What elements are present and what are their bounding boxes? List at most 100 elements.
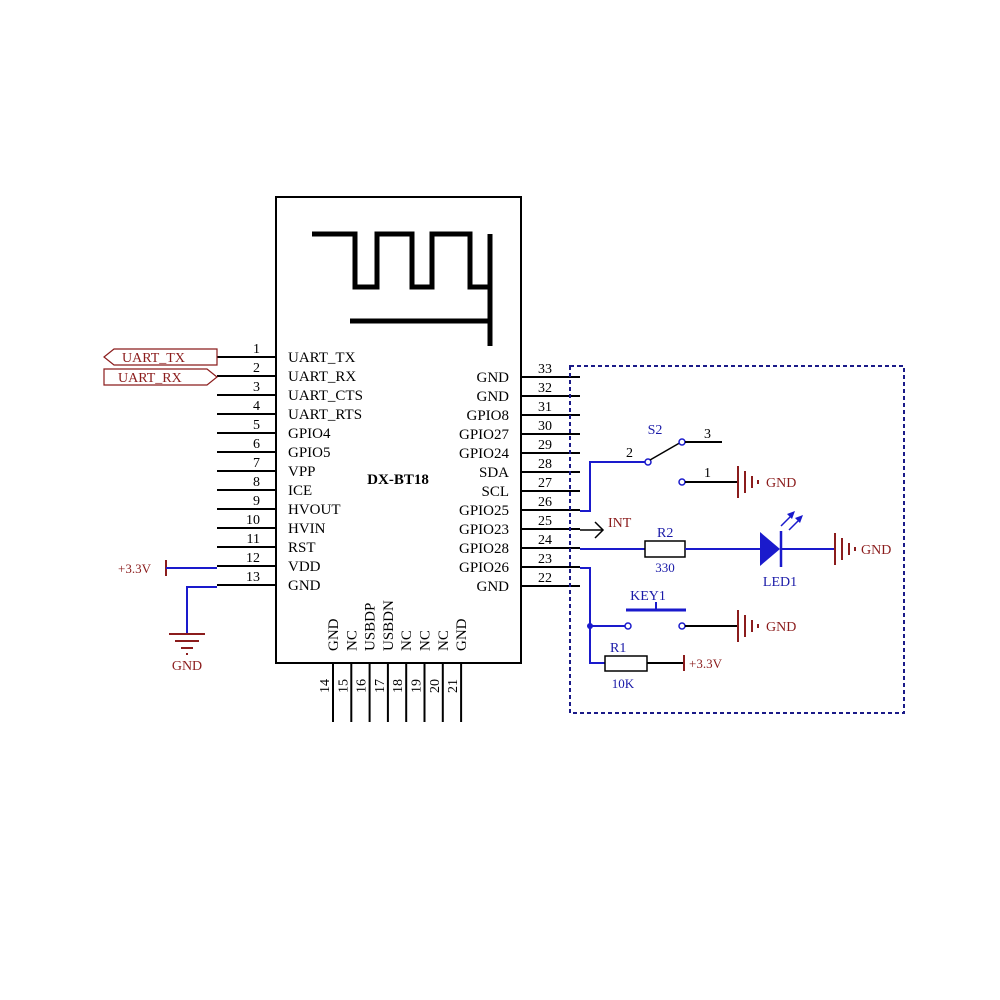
key1-ref: KEY1 xyxy=(630,589,666,604)
right-pin-number: 32 xyxy=(538,381,552,396)
key1-net-wire xyxy=(580,567,605,664)
module-name: DX-BT18 xyxy=(367,472,429,488)
module-body xyxy=(275,196,522,664)
s2-pin-3: 3 xyxy=(704,427,711,442)
bottom-pin-number: 15 xyxy=(336,679,351,693)
left-pin-name: HVOUT xyxy=(288,502,341,518)
bottom-pin-name: NC xyxy=(399,630,415,651)
key1-contact-a xyxy=(624,622,632,630)
peripheral-box xyxy=(569,365,905,714)
left-pin-name: UART_TX xyxy=(288,350,356,366)
s2-common-contact xyxy=(644,458,652,466)
left-pin-name: HVIN xyxy=(288,521,326,537)
s2-ref: S2 xyxy=(648,423,663,438)
gnd-left-net-wire xyxy=(186,586,217,634)
key1-junction xyxy=(587,623,593,629)
right-pin-number: 29 xyxy=(538,438,552,453)
r1-supply-label: +3.3V xyxy=(689,656,723,671)
gnd-left-symbol xyxy=(169,633,205,655)
s2-contact-3 xyxy=(678,438,686,446)
right-pin-number: 22 xyxy=(538,571,552,586)
left-pin-name: GPIO4 xyxy=(288,426,331,442)
r2-value: 330 xyxy=(655,560,675,575)
bottom-pin-number: 14 xyxy=(318,679,333,693)
bottom-pin-name: NC xyxy=(436,630,452,651)
left-pin-name: UART_CTS xyxy=(288,388,363,404)
right-pin-name: SCL xyxy=(481,484,509,500)
left-pin-number: 2 xyxy=(253,361,260,376)
r1-body xyxy=(604,655,648,672)
led1-anode-triangle xyxy=(760,532,780,566)
left-pin-name: ICE xyxy=(288,483,312,499)
led1-ref: LED1 xyxy=(763,575,797,590)
right-pin-number: 31 xyxy=(538,400,552,415)
s2-contact-1 xyxy=(678,478,686,486)
left-pin-number: 5 xyxy=(253,418,260,433)
bottom-pin-name: NC xyxy=(344,630,360,651)
left-pin-name: UART_RX xyxy=(288,369,356,385)
gnd-s2-symbol xyxy=(737,466,759,498)
s2-pin-2: 2 xyxy=(626,446,633,461)
gnd-key-symbol xyxy=(737,610,759,642)
bottom-pin-number: 21 xyxy=(446,679,461,693)
right-pin-number: 30 xyxy=(538,419,552,434)
led1-light-rays-icon xyxy=(780,511,803,531)
bottom-pin-number: 20 xyxy=(428,679,443,693)
right-pin-name: GPIO27 xyxy=(459,427,510,443)
gnd-led-symbol xyxy=(834,533,856,565)
gnd-key-label: GND xyxy=(766,620,796,635)
vdd-power-label: +3.3V xyxy=(118,561,152,576)
bottom-pin-name: NC xyxy=(418,630,434,651)
right-pin-number: 33 xyxy=(538,362,552,377)
bottom-pin-name: USBDP xyxy=(363,603,379,651)
right-pin-name: GPIO26 xyxy=(459,560,510,576)
uart-rx-port xyxy=(103,368,218,386)
right-pin-name: GND xyxy=(477,370,510,386)
bottom-pin-name: GND xyxy=(326,618,342,651)
right-pin-number: 28 xyxy=(538,457,552,472)
gnd-led-label: GND xyxy=(861,543,891,558)
s2-net-wire xyxy=(580,461,645,512)
left-pin-number: 8 xyxy=(253,475,260,490)
left-pin-number: 9 xyxy=(253,494,260,509)
left-pin-number: 11 xyxy=(247,532,260,547)
int-arrow xyxy=(594,521,605,539)
left-pin-number: 10 xyxy=(246,513,260,528)
right-pin-name: GND xyxy=(477,579,510,595)
right-pin-number: 24 xyxy=(538,533,552,548)
left-pin-name: VPP xyxy=(288,464,316,480)
right-pin-number: 26 xyxy=(538,495,552,510)
left-pin-name: UART_RTS xyxy=(288,407,362,423)
right-pin-name: GPIO23 xyxy=(459,522,509,538)
left-pin-name: RST xyxy=(288,540,316,556)
int-label: INT xyxy=(608,516,632,531)
bottom-pin-number: 17 xyxy=(373,679,388,693)
r2-ref: R2 xyxy=(657,526,673,541)
left-pin-number: 3 xyxy=(253,380,260,395)
bottom-pin-number: 18 xyxy=(391,679,406,693)
r1-value: 10K xyxy=(612,676,635,691)
s2-pin-1: 1 xyxy=(704,466,711,481)
right-pin-name: GPIO28 xyxy=(459,541,509,557)
uart-tx-port-label: UART_TX xyxy=(122,351,185,366)
gnd-s2-label: GND xyxy=(766,476,796,491)
key1-contact-b xyxy=(678,622,686,630)
right-pin-name: GND xyxy=(477,389,510,405)
uart-rx-port-label: UART_RX xyxy=(118,371,182,386)
right-pin-name: GPIO8 xyxy=(466,408,509,424)
right-pin-name: GPIO24 xyxy=(459,446,510,462)
right-pin-group: 33GND32GND31GPIO830GPIO2729GPIO2428SDA27… xyxy=(459,362,580,595)
left-pin-number: 7 xyxy=(253,456,260,471)
left-pin-name: GND xyxy=(288,578,321,594)
left-pin-name: VDD xyxy=(288,559,321,575)
left-pin-number: 1 xyxy=(253,342,260,357)
left-pin-number: 6 xyxy=(253,437,260,452)
bottom-pin-number: 19 xyxy=(410,679,425,693)
left-pin-number: 4 xyxy=(253,399,260,414)
right-pin-name: SDA xyxy=(479,465,509,481)
s2-lever xyxy=(649,440,684,461)
gnd-left-label: GND xyxy=(172,659,202,674)
